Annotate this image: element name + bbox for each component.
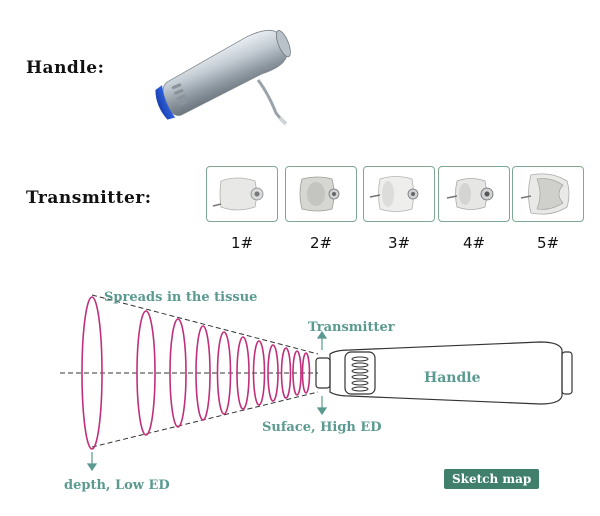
shockwave-ring: [301, 352, 311, 394]
surface-high-ed-label: Suface, High ED: [262, 420, 382, 435]
shockwave-ring: [236, 336, 250, 410]
transmitter-3-image: [369, 176, 419, 212]
transmitter-1-number: 1#: [230, 234, 254, 252]
transmitter-1-image: [212, 177, 264, 211]
surface-arrow: [316, 396, 328, 416]
depth-arrow: [86, 452, 98, 472]
shockwave-ring: [195, 325, 211, 421]
transmitter-arrow: [316, 330, 328, 350]
handle-photo: [155, 29, 291, 126]
depth-low-ed-label: depth, Low ED: [64, 478, 170, 493]
handle-sketch: [315, 341, 573, 405]
cone-top-line: [91, 294, 319, 355]
transmitter-4-image: [446, 178, 494, 210]
transmitter-2-image: [299, 176, 340, 212]
transmitter-5-number: 5#: [536, 234, 560, 252]
shockwave-ring: [280, 347, 292, 399]
spreads-in-tissue-label: Spreads in the tissue: [104, 290, 258, 305]
shockwave-ring: [292, 350, 302, 396]
sketch-map-badge: Sketch map: [444, 469, 540, 489]
transmitter-sketch-label: Transmitter: [308, 320, 395, 335]
shockwave-rings: [81, 296, 311, 450]
shockwave-ring: [216, 331, 232, 415]
transmitter-2-number: 2#: [309, 234, 333, 252]
shockwave-ring: [169, 318, 187, 428]
sketch-diagram: [60, 294, 573, 472]
shockwave-ring: [267, 344, 279, 402]
transmitter-1-box: [206, 166, 278, 222]
transmitter-4-box: [438, 166, 510, 222]
shockwave-ring: [252, 340, 266, 406]
handle-sketch-label: Handle: [424, 370, 481, 386]
transmitter-4-number: 4#: [462, 234, 486, 252]
transmitter-5-box: [512, 166, 584, 222]
transmitter-label: Transmitter:: [26, 188, 152, 208]
transmitter-5-image: [520, 173, 570, 215]
shockwave-ring: [81, 296, 103, 450]
transmitter-2-box: [285, 166, 357, 222]
shockwave-ring: [136, 310, 156, 436]
handle-label: Handle:: [26, 58, 105, 78]
transmitter-3-number: 3#: [387, 234, 411, 252]
transmitter-3-box: [363, 166, 435, 222]
